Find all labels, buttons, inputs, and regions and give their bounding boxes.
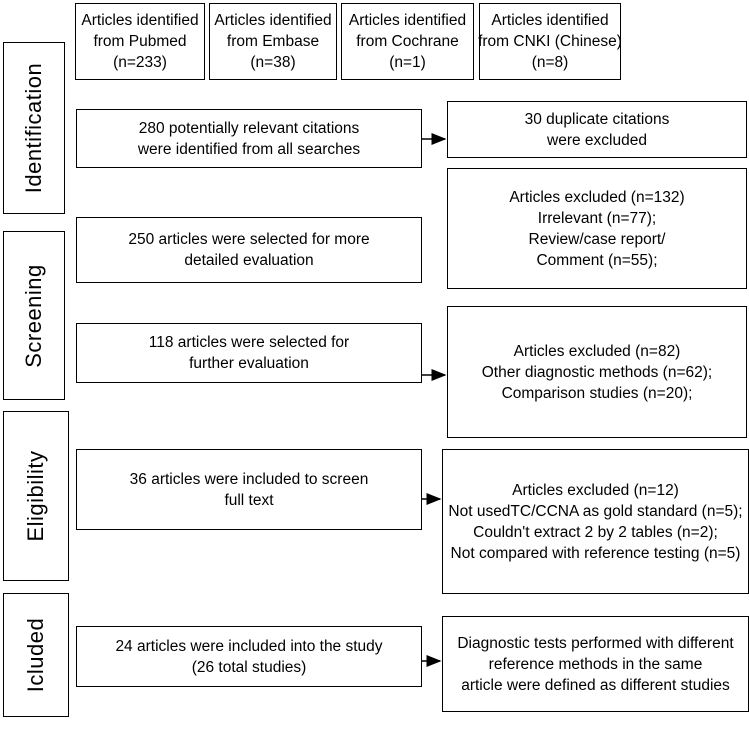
box-text: 30 duplicate citations [524, 110, 670, 128]
stage-eligibility: Eligibility [3, 411, 69, 581]
source-box-cnki: Articles identified from CNKI (Chinese) … [478, 3, 622, 80]
source-name: from Pubmed [93, 33, 187, 50]
box-text: were identified from all searches [137, 140, 361, 158]
main-box-screened: 250 articles were selected for more deta… [76, 217, 422, 283]
box-text: 280 potentially relevant citations [138, 119, 360, 137]
box-text: full text [224, 491, 274, 509]
box-text: Not usedTC/CCNA as gold standard (n=5); [448, 502, 743, 520]
box-text: Articles excluded (n=12) [512, 481, 679, 499]
main-box-further-evaluation: 118 articles were selected for further e… [76, 323, 422, 383]
side-box-excluded-82: Articles excluded (n=82) Other diagnosti… [447, 306, 747, 438]
box-text: Articles excluded (n=132) [509, 188, 685, 206]
side-box-duplicates: 30 duplicate citations were excluded [447, 101, 747, 158]
source-label: Articles identified [491, 12, 609, 29]
box-text: Review/case report/ [528, 230, 666, 248]
stage-screening: Screening [3, 231, 65, 400]
box-text: Comparison studies (n=20); [501, 384, 693, 402]
box-text: Irrelevant (n=77); [537, 209, 657, 227]
source-box-embase: Articles identified from Embase (n=38) [209, 3, 337, 80]
box-text: detailed evaluation [184, 252, 314, 269]
source-label: Articles identified [348, 12, 467, 29]
main-box-identified: 280 potentially relevant citations were … [76, 109, 422, 168]
box-text: further evaluation [189, 355, 309, 372]
source-name: from Embase [226, 33, 320, 50]
source-count: (n=1) [389, 54, 426, 71]
source-name: from CNKI (Chinese) [478, 33, 622, 50]
main-box-full-text: 36 articles were included to screen full… [76, 449, 422, 530]
source-count: (n=233) [113, 54, 167, 71]
main-box-included: 24 articles were included into the study… [76, 626, 422, 687]
stage-included: Icluded [3, 593, 69, 717]
source-count: (n=38) [250, 54, 296, 71]
side-box-excluded-132: Articles excluded (n=132) Irrelevant (n=… [447, 168, 747, 289]
box-text: Comment (n=55); [536, 251, 658, 269]
side-box-excluded-12: Articles excluded (n=12) Not usedTC/CCNA… [442, 449, 749, 594]
box-text: (26 total studies) [191, 658, 307, 676]
box-text: 250 articles were selected for more [128, 231, 370, 248]
box-text: 118 articles were selected for [148, 334, 350, 351]
source-box-pubmed: Articles identified from Pubmed (n=233) [75, 3, 205, 80]
source-name: from Cochrane [356, 33, 459, 50]
box-text: Diagnostic tests performed with differen… [457, 634, 734, 652]
source-label: Articles identified [81, 12, 199, 29]
box-text: 36 articles were included to screen [129, 470, 369, 488]
box-text: Couldn't extract 2 by 2 tables (n=2); [473, 523, 718, 541]
stage-identification: Identification [3, 42, 65, 214]
box-text: were excluded [547, 131, 647, 149]
source-label: Articles identified [214, 12, 332, 29]
source-count: (n=8) [531, 54, 569, 71]
box-text: Other diagnostic methods (n=62); [481, 363, 713, 381]
box-text: article were defined as different studie… [461, 676, 730, 694]
box-text: reference methods in the same [488, 655, 703, 673]
side-box-different-studies: Diagnostic tests performed with differen… [442, 616, 749, 712]
source-box-cochrane: Articles identified from Cochrane (n=1) [341, 3, 474, 80]
box-text: 24 articles were included into the study [115, 637, 383, 655]
box-text: Articles excluded (n=82) [513, 342, 681, 360]
box-text: Not compared with reference testing (n=5… [450, 544, 741, 562]
